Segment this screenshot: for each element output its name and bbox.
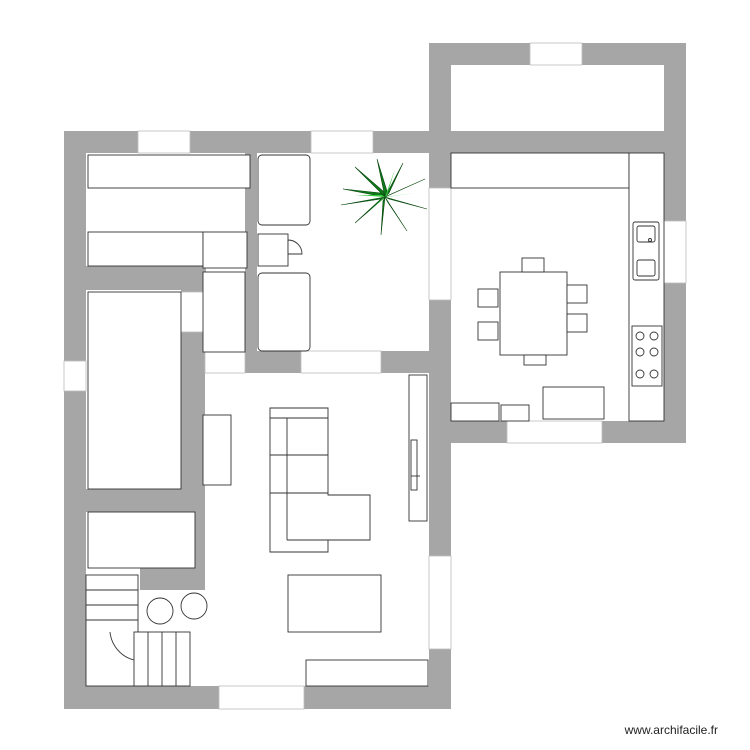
sink-icon — [632, 221, 660, 281]
furniture — [85, 152, 665, 687]
sideboard-bottom — [305, 659, 429, 687]
stool-2 — [180, 592, 208, 620]
chair-right-1 — [566, 284, 588, 304]
potted-plant-icon — [340, 158, 428, 236]
window-right-kitchen — [663, 220, 687, 284]
openings — [63, 42, 687, 710]
dining-table — [499, 271, 568, 356]
coffee-table — [287, 574, 382, 633]
door-int-c — [300, 350, 382, 374]
door-int-a — [180, 291, 206, 333]
chair-bottom — [523, 354, 547, 366]
wall-unit-living — [202, 414, 232, 486]
site-credit[interactable]: www.archifacile.fr — [624, 723, 718, 737]
bench-lower-left — [87, 231, 204, 267]
door-int-b — [204, 350, 246, 374]
wall-int-4 — [245, 153, 257, 373]
chair-left-1 — [477, 288, 499, 308]
wall-int-7 — [140, 568, 205, 590]
window-kitchen-bottom — [506, 420, 603, 444]
chair-left-2 — [477, 321, 499, 341]
armchair-top — [257, 154, 311, 226]
bench-lower-room — [87, 511, 196, 569]
armchair-bottom — [257, 272, 311, 352]
counter-top — [450, 152, 630, 189]
window-right-living — [428, 555, 452, 650]
kitchen-island — [542, 386, 605, 420]
appliance-a — [450, 402, 500, 422]
wall-int-3 — [86, 489, 205, 512]
door-swing-small — [287, 239, 303, 255]
module-top-left-room-a — [202, 271, 246, 353]
window-top-2 — [310, 130, 374, 154]
wall-left-upper — [429, 43, 451, 153]
chair-right-2 — [566, 313, 588, 333]
wall-top-main — [64, 131, 686, 153]
chair-top — [521, 257, 545, 273]
stool-1 — [146, 597, 174, 625]
appliance-b — [500, 404, 530, 422]
window-bottom — [218, 685, 305, 710]
sideboard-left — [87, 291, 182, 490]
window-top-1 — [137, 130, 191, 154]
stove-icon — [631, 325, 663, 387]
window-left — [63, 360, 87, 392]
side-table — [257, 233, 289, 267]
bench-top-left — [87, 154, 251, 189]
door-kitchen-living — [428, 187, 452, 301]
cabinet-corner — [202, 231, 248, 269]
wall-left-main — [64, 131, 86, 709]
stairs-icon — [85, 574, 191, 687]
tv-screen — [410, 439, 418, 491]
window-upper-top — [529, 42, 583, 66]
sofa-l — [269, 407, 371, 553]
